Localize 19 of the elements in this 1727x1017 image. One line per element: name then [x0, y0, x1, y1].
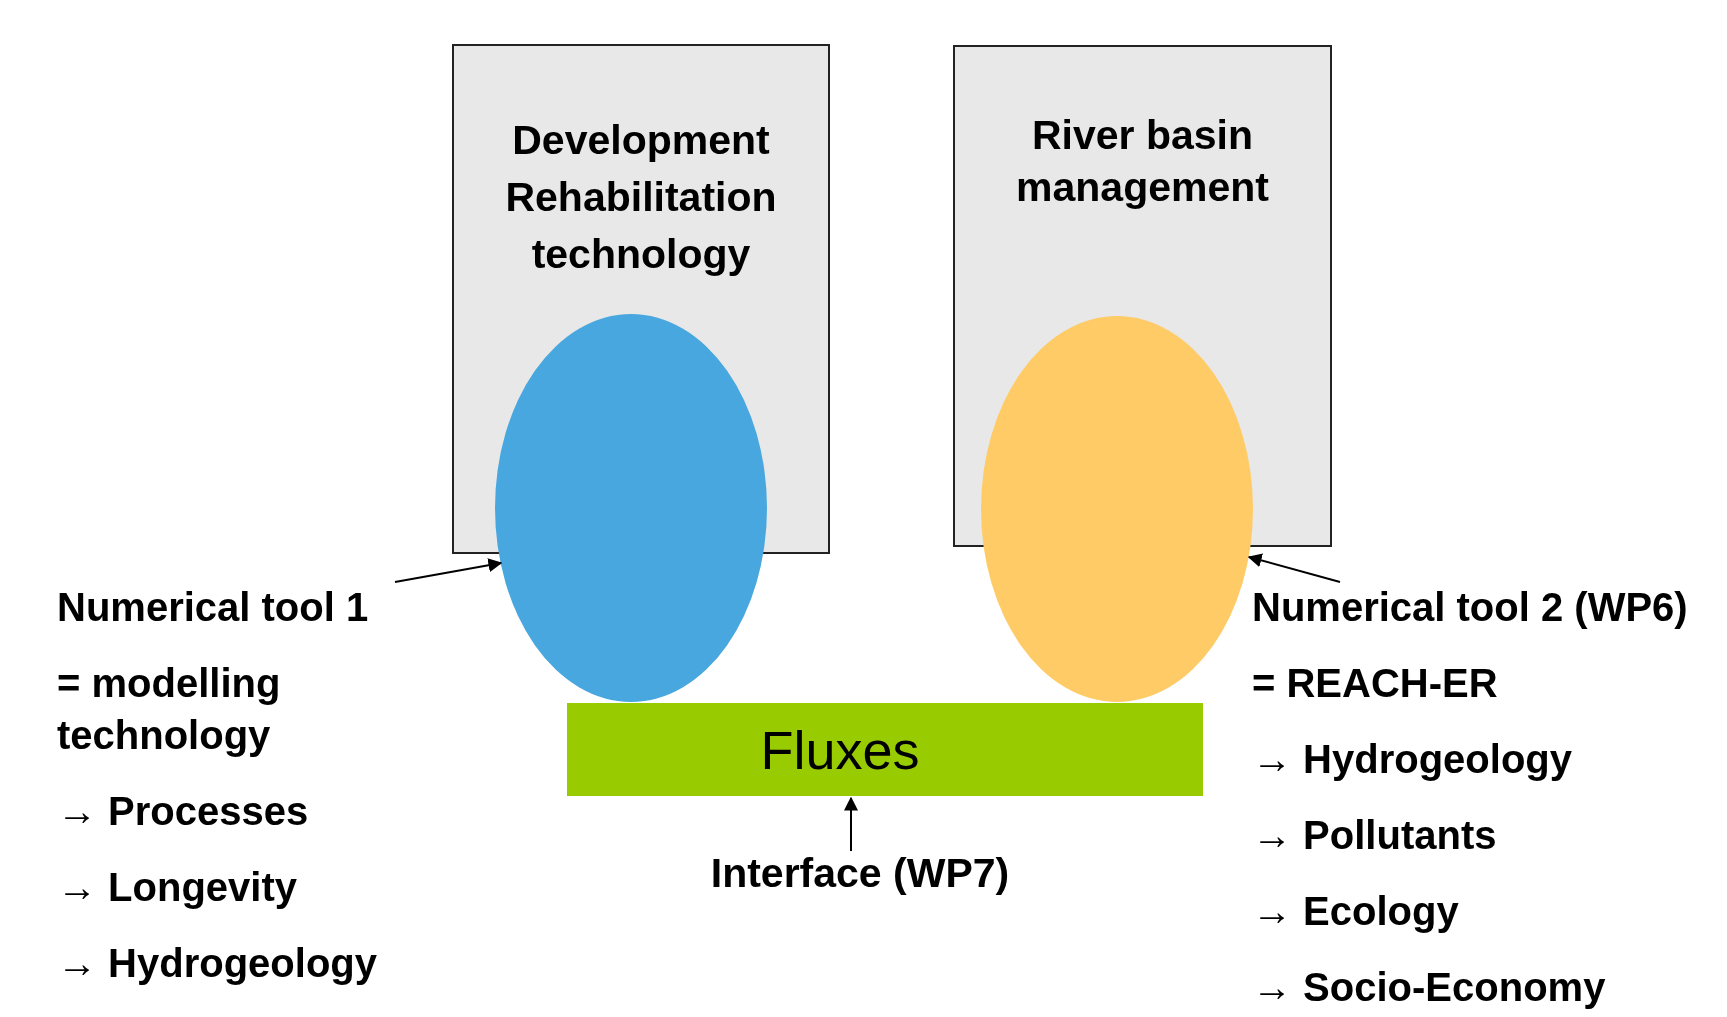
- interface-label: Interface (WP7): [710, 850, 1010, 897]
- tool-item: → Hydrogeology: [57, 940, 379, 987]
- tool-heading: Numerical tool 2 (WP6): [1252, 584, 1689, 631]
- tool-item: → Hydrogeology: [1252, 736, 1574, 783]
- tool-item: = REACH-ER: [1252, 660, 1499, 707]
- tool-item: → Processes: [57, 788, 310, 835]
- panel-title: Development Rehabilitation technology: [504, 116, 778, 279]
- panel-title: River basin management: [1015, 111, 1270, 212]
- arrow: [394, 558, 503, 583]
- arrow: [1247, 553, 1341, 583]
- tool-item: → Socio-Economy: [1252, 964, 1607, 1011]
- tool-item: → Ecology: [1252, 888, 1460, 935]
- tool-item: = modelling technology: [57, 660, 282, 759]
- bar-label: Fluxes: [760, 718, 920, 781]
- tool-item: → Longevity: [57, 864, 299, 911]
- tool-heading: Numerical tool 1: [57, 584, 370, 631]
- flux-bar: [567, 703, 1203, 796]
- arrow: [844, 796, 858, 852]
- tool-item: → Pollutants: [1252, 812, 1498, 859]
